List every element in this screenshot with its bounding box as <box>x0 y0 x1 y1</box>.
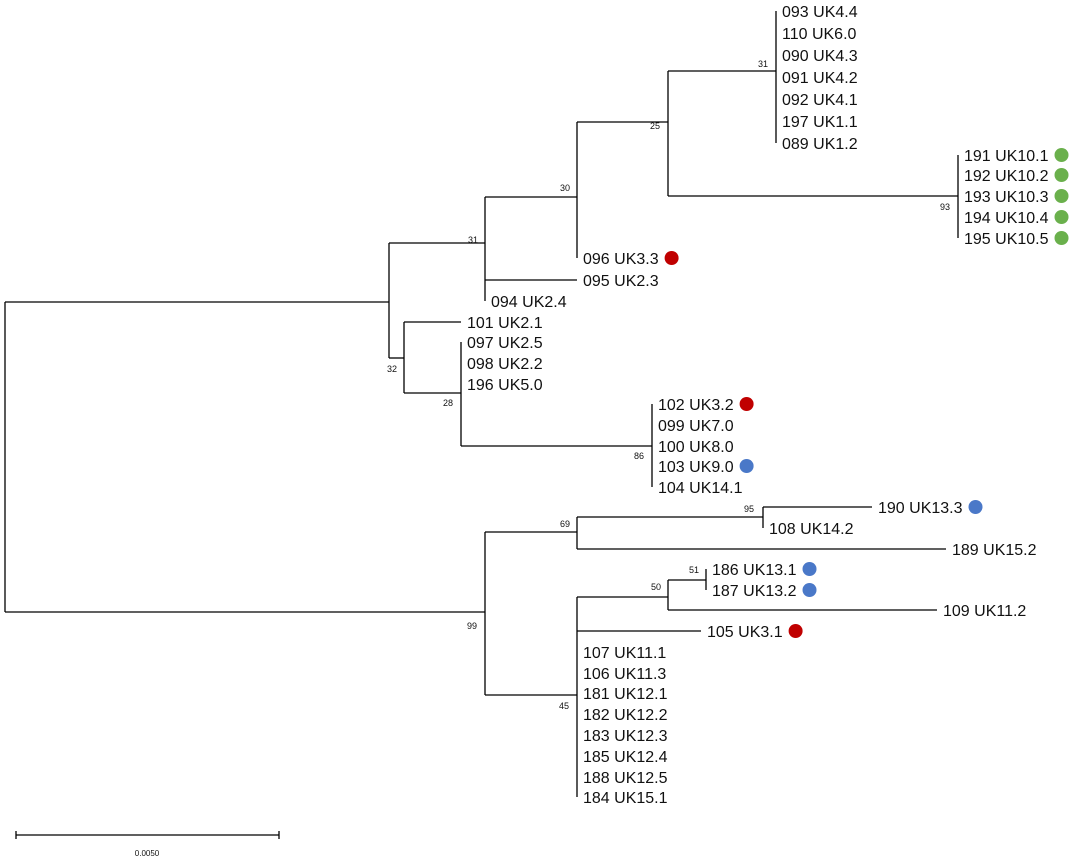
support-value: 32 <box>387 364 397 374</box>
marker-dot-green <box>1054 231 1069 245</box>
taxon-label: 193 UK10.3 <box>964 189 1049 206</box>
taxon-label: 189 UK15.2 <box>952 542 1037 559</box>
support-value: 93 <box>940 202 950 212</box>
support-value: 31 <box>758 59 768 69</box>
tree-branches <box>4 11 959 797</box>
taxon-label: 093 UK4.4 <box>782 4 858 21</box>
taxon-label: 097 UK2.5 <box>467 335 543 352</box>
taxon-label: 190 UK13.3 <box>878 500 963 517</box>
scale-bar-label: 0.0050 <box>135 849 160 858</box>
taxon-label: 104 UK14.1 <box>658 480 743 497</box>
taxon-label: 194 UK10.4 <box>964 210 1049 227</box>
taxon-label: 089 UK1.2 <box>782 136 858 153</box>
taxon-label: 182 UK12.2 <box>583 707 668 724</box>
taxon-label: 196 UK5.0 <box>467 377 543 394</box>
taxon-label: 094 UK2.4 <box>491 294 567 311</box>
support-value: 95 <box>744 504 754 514</box>
support-value: 50 <box>651 582 661 592</box>
taxon-label: 090 UK4.3 <box>782 48 858 65</box>
marker-dot-blue <box>739 459 754 473</box>
support-value: 45 <box>559 701 569 711</box>
taxon-label: 109 UK11.2 <box>943 603 1026 620</box>
marker-dot-red <box>788 624 803 638</box>
marker-dot-green <box>1054 148 1069 162</box>
taxon-label: 181 UK12.1 <box>583 686 668 703</box>
support-values: 31 25 93 30 31 32 28 86 95 69 51 50 99 45 <box>387 59 950 711</box>
taxon-label: 101 UK2.1 <box>467 315 543 332</box>
marker-dot-blue <box>802 562 817 576</box>
marker-dot-red <box>664 251 679 265</box>
taxon-label: 105 UK3.1 <box>707 624 783 641</box>
taxon-label: 106 UK11.3 <box>583 666 666 683</box>
support-value: 86 <box>634 451 644 461</box>
taxon-label: 102 UK3.2 <box>658 397 734 414</box>
taxon-label: 103 UK9.0 <box>658 459 734 476</box>
support-value: 31 <box>468 235 478 245</box>
taxon-label: 098 UK2.2 <box>467 356 543 373</box>
taxon-label: 099 UK7.0 <box>658 418 734 435</box>
taxon-label: 186 UK13.1 <box>712 562 797 579</box>
taxon-label: 092 UK4.1 <box>782 92 858 109</box>
taxon-label: 188 UK12.5 <box>583 770 668 787</box>
support-value: 69 <box>560 519 570 529</box>
taxon-label: 191 UK10.1 <box>964 148 1049 165</box>
marker-dot-blue <box>968 500 983 514</box>
taxon-label: 185 UK12.4 <box>583 749 668 766</box>
taxon-label: 197 UK1.1 <box>782 114 858 131</box>
marker-dot-blue <box>802 583 817 597</box>
marker-dot-green <box>1054 189 1069 203</box>
taxon-label: 192 UK10.2 <box>964 168 1049 185</box>
support-value: 30 <box>560 183 570 193</box>
support-value: 99 <box>467 621 477 631</box>
taxon-labels: 093 UK4.4 110 UK6.0 090 UK4.3 091 UK4.2 092 … <box>467 4 1049 807</box>
taxon-label: 095 UK2.3 <box>583 273 659 290</box>
taxon-label: 184 UK15.1 <box>583 790 668 807</box>
taxon-label: 096 UK3.3 <box>583 251 659 268</box>
taxon-label: 110 UK6.0 <box>782 26 857 43</box>
taxon-label: 100 UK8.0 <box>658 439 734 456</box>
taxon-label: 195 UK10.5 <box>964 231 1049 248</box>
taxon-label: 183 UK12.3 <box>583 728 668 745</box>
taxon-label: 107 UK11.1 <box>583 645 666 662</box>
support-value: 28 <box>443 398 453 408</box>
support-value: 25 <box>650 121 660 131</box>
marker-dot-red <box>739 397 754 411</box>
taxon-markers <box>664 148 1069 638</box>
support-value: 51 <box>689 565 699 575</box>
scale-bar: 0.0050 <box>15 831 280 858</box>
marker-dot-green <box>1054 168 1069 182</box>
marker-dot-green <box>1054 210 1069 224</box>
taxon-label: 187 UK13.2 <box>712 583 797 600</box>
taxon-label: 091 UK4.2 <box>782 70 858 87</box>
taxon-label: 108 UK14.2 <box>769 521 854 538</box>
